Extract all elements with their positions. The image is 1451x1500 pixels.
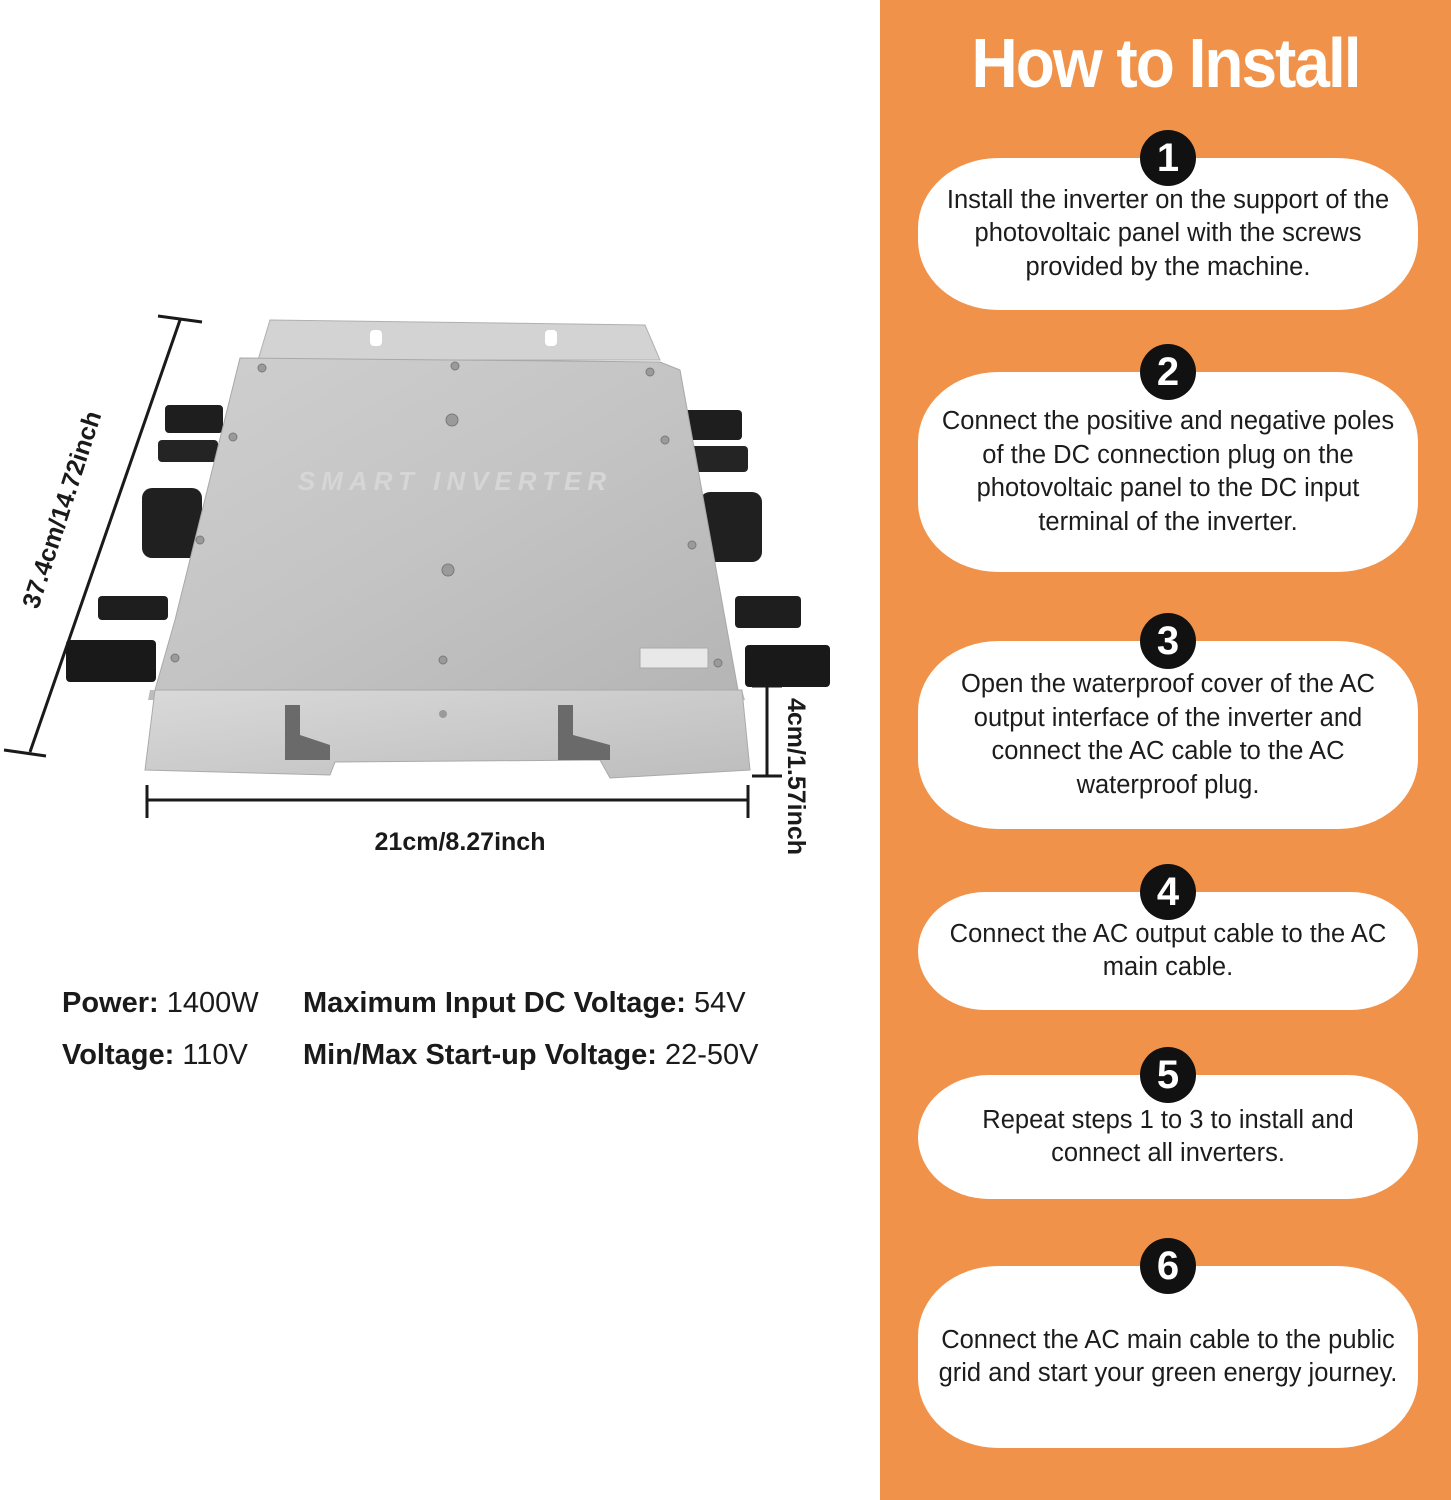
step-number-badge: 1 (1140, 130, 1196, 186)
step-number-badge: 2 (1140, 344, 1196, 400)
spec-max-dc-value: 54V (693, 987, 746, 1019)
spec-max-dc: Maximum Input DC Voltage: 54V (303, 985, 746, 1021)
length-label: 37.4cm/14.72inch (17, 408, 107, 612)
step-text: Repeat steps 1 to 3 to install and conne… (982, 1105, 1354, 1168)
product-section: SMART INVERTER 37.4cm/14.72inch 21cm/ (3, 314, 830, 1073)
spec-voltage-value: 110V (182, 1039, 248, 1071)
height-label: 4cm/1.57inch (782, 698, 810, 855)
spec-max-dc-label: Maximum Input DC Voltage: (303, 987, 686, 1019)
install-title: How to Install (971, 24, 1362, 102)
spec-power: Power: 1400W (62, 985, 259, 1021)
dc-connector-left (66, 405, 223, 682)
dc-connector-right (680, 410, 830, 687)
step-number-badge: 5 (1140, 1047, 1196, 1103)
spec-startup-label: Min/Max Start-up Voltage: (303, 1039, 657, 1071)
step-number-badge: 3 (1140, 613, 1196, 669)
step-card: Connect the AC output cable to the AC ma… (918, 892, 1418, 1010)
step-text: Connect the positive and negative poles … (941, 407, 1395, 536)
spec-startup: Min/Max Start-up Voltage: 22-50V (303, 1037, 759, 1073)
step-number-badge: 4 (1140, 864, 1196, 920)
step-text: Open the waterproof cover of the AC outp… (961, 670, 1375, 799)
spec-voltage-label: Voltage: (62, 1039, 175, 1071)
step-number-badge: 6 (1140, 1238, 1196, 1294)
width-label: 21cm/8.27inch (375, 828, 546, 856)
step-card: Connect the AC main cable to the public … (918, 1266, 1418, 1448)
panel-label: SMART INVERTER (298, 466, 612, 496)
step-text: Install the inverter on the support of t… (946, 185, 1390, 281)
spec-voltage: Voltage: 110V (62, 1037, 248, 1073)
height-dimension: 4cm/1.57inch (752, 684, 810, 855)
spec-power-label: Power: (62, 987, 159, 1019)
step-card: Open the waterproof cover of the AC outp… (918, 641, 1418, 829)
spec-startup-value: 22-50V (664, 1039, 759, 1071)
step-text: Connect the AC main cable to the public … (938, 1325, 1398, 1388)
step-text: Connect the AC output cable to the AC ma… (949, 919, 1387, 982)
width-dimension: 21cm/8.27inch (145, 785, 750, 856)
step-card: Connect the positive and negative poles … (918, 372, 1418, 572)
install-panel: How to Install Install the inverter on t… (880, 0, 1451, 1500)
inverter-illustration: SMART INVERTER 37.4cm/14.72inch 21cm/ (3, 314, 830, 856)
spec-power-value: 1400W (166, 987, 259, 1019)
